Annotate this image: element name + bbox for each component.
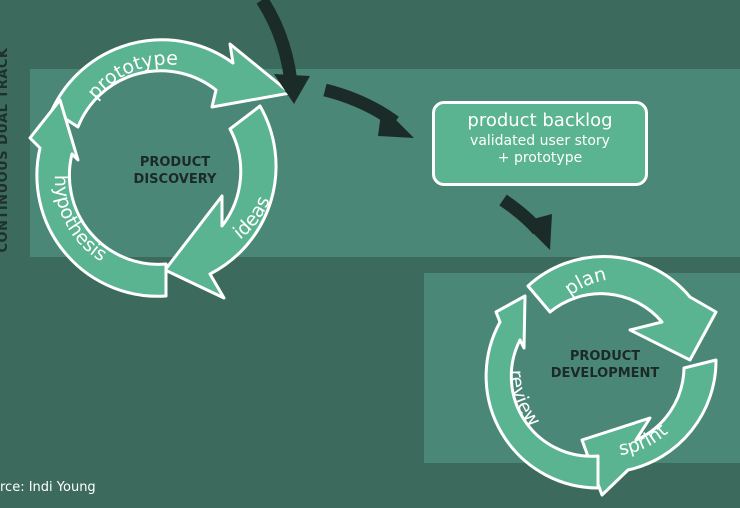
sprint-arrow bbox=[580, 358, 718, 497]
incoming-arrow-head bbox=[274, 74, 310, 104]
prototype-arrow bbox=[50, 38, 292, 129]
product-backlog-box: product backlog validated user story + p… bbox=[432, 101, 648, 186]
source-credit: rce: Indi Young bbox=[0, 480, 96, 495]
backlog-line2: + prototype bbox=[497, 150, 583, 166]
backlog-line1: validated user story bbox=[470, 133, 610, 149]
discovery-title-line1: PRODUCT bbox=[139, 155, 211, 170]
backlog-title: product backlog bbox=[467, 110, 613, 131]
ideas-arrow bbox=[163, 104, 278, 300]
development-title-line2: DEVELOPMENT bbox=[550, 366, 660, 381]
discovery-title: PRODUCT DISCOVERY bbox=[100, 154, 250, 188]
development-title-line1: PRODUCT bbox=[569, 349, 641, 364]
side-track-text: CONTINUOUS DUAL TRACK bbox=[0, 47, 11, 253]
flow-arrows bbox=[256, 0, 552, 250]
to-development-arrow-head bbox=[522, 214, 552, 250]
discovery-title-line2: DISCOVERY bbox=[133, 172, 217, 187]
side-track-label: CONTINUOUS DUAL TRACK bbox=[0, 0, 18, 300]
development-cycle bbox=[484, 255, 718, 497]
to-backlog-arrow-head bbox=[378, 106, 414, 138]
hypothesis-arrow bbox=[28, 98, 168, 298]
development-title: PRODUCT DEVELOPMENT bbox=[530, 348, 680, 382]
plan-arrow bbox=[526, 255, 718, 362]
review-arrow bbox=[484, 294, 600, 490]
discovery-cycle bbox=[28, 38, 292, 300]
